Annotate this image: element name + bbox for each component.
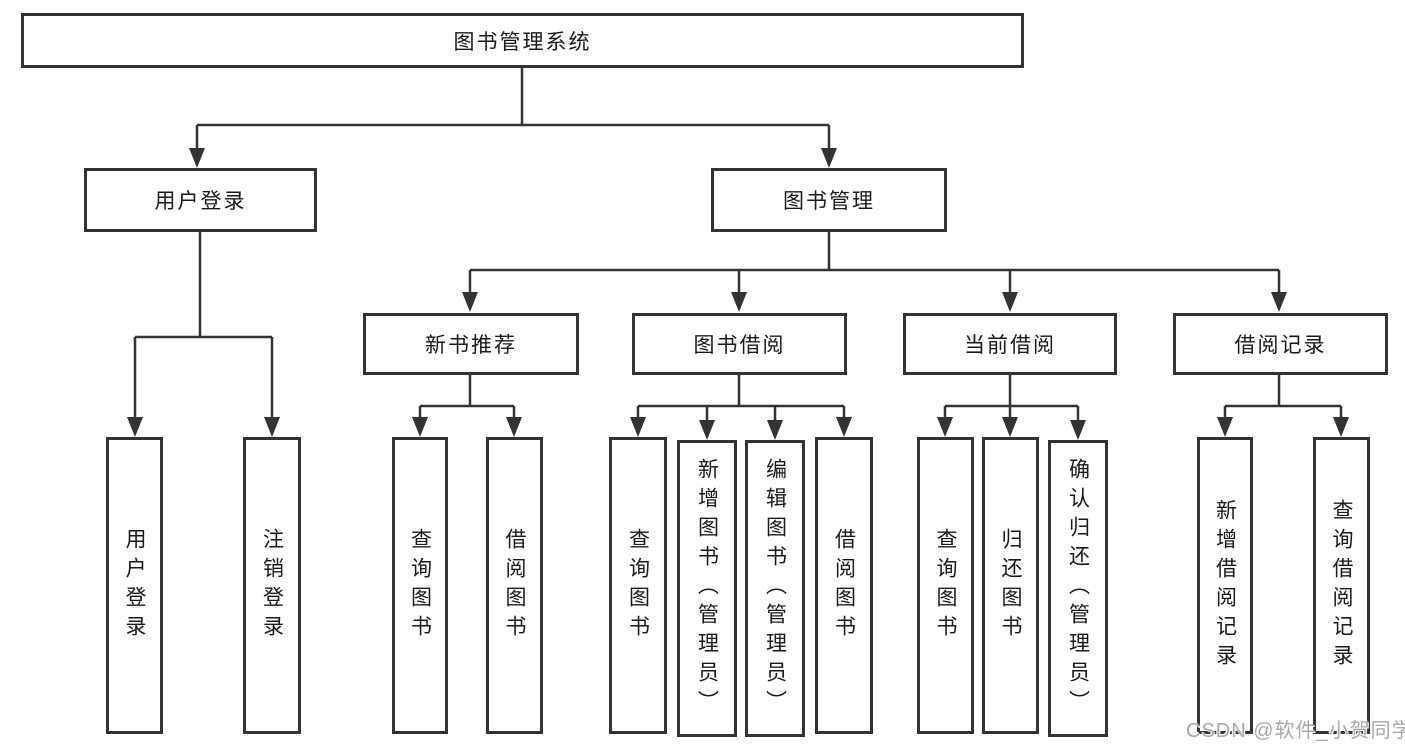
node-book-management: 图书管理 bbox=[711, 168, 947, 232]
node-user-login-label: 用户登录 bbox=[154, 190, 247, 213]
leaf-current-query-book: 查询图书 bbox=[917, 437, 974, 734]
leaf-user-login-label: 用户登录 bbox=[123, 527, 146, 644]
leaf-logout: 注销登录 bbox=[243, 437, 301, 734]
node-root: 图书管理系统 bbox=[21, 13, 1024, 68]
leaf-borrow-add-book-admin-label: 新增图书（管理员） bbox=[695, 458, 719, 719]
connector-lines bbox=[133, 68, 1343, 426]
leaf-record-query: 查询借阅记录 bbox=[1313, 437, 1370, 734]
leaf-user-login: 用户登录 bbox=[106, 437, 163, 734]
leaf-recommend-borrow-book-label: 借阅图书 bbox=[503, 527, 526, 644]
leaf-borrow-query-book-label: 查询图书 bbox=[626, 527, 650, 644]
node-book-management-label: 图书管理 bbox=[783, 190, 875, 213]
leaf-record-add: 新增借阅记录 bbox=[1197, 437, 1253, 734]
node-new-book-recommend: 新书推荐 bbox=[363, 313, 579, 375]
node-user-login: 用户登录 bbox=[84, 168, 317, 232]
node-borrow-records-label: 借阅记录 bbox=[1234, 334, 1327, 357]
leaf-recommend-borrow-book: 借阅图书 bbox=[486, 437, 543, 734]
leaf-current-confirm-return-admin-label: 确认归还（管理员） bbox=[1066, 458, 1090, 719]
node-book-borrow-label: 图书借阅 bbox=[693, 334, 786, 357]
leaf-borrow-add-book-admin: 新增图书（管理员） bbox=[677, 440, 737, 737]
leaf-borrow-query-book: 查询图书 bbox=[609, 437, 667, 734]
leaf-current-return-book: 归还图书 bbox=[982, 437, 1039, 734]
node-new-book-recommend-label: 新书推荐 bbox=[425, 334, 517, 357]
node-book-borrow: 图书借阅 bbox=[632, 313, 847, 375]
leaf-current-query-book-label: 查询图书 bbox=[934, 527, 957, 644]
leaf-borrow-edit-book-admin-label: 编辑图书（管理员） bbox=[763, 458, 787, 719]
leaf-borrow-borrow-book: 借阅图书 bbox=[815, 437, 873, 734]
node-root-label: 图书管理系统 bbox=[453, 30, 592, 54]
leaf-logout-label: 注销登录 bbox=[260, 527, 284, 644]
csdn-watermark: CSDN @软件_小贺同学 bbox=[1186, 720, 1405, 742]
leaf-recommend-query-book: 查询图书 bbox=[392, 437, 448, 734]
leaf-record-add-label: 新增借阅记录 bbox=[1213, 498, 1237, 673]
arrowheads bbox=[127, 148, 1349, 440]
node-current-borrow-label: 当前借阅 bbox=[964, 334, 1056, 357]
leaf-borrow-edit-book-admin: 编辑图书（管理员） bbox=[745, 440, 805, 737]
leaf-record-query-label: 查询借阅记录 bbox=[1330, 498, 1353, 673]
leaf-borrow-borrow-book-label: 借阅图书 bbox=[832, 527, 856, 644]
leaf-current-confirm-return-admin: 确认归还（管理员） bbox=[1048, 440, 1108, 737]
node-current-borrow: 当前借阅 bbox=[903, 313, 1117, 375]
leaf-current-return-book-label: 归还图书 bbox=[999, 527, 1022, 644]
leaf-recommend-query-book-label: 查询图书 bbox=[408, 527, 432, 644]
node-borrow-records: 借阅记录 bbox=[1173, 313, 1388, 375]
